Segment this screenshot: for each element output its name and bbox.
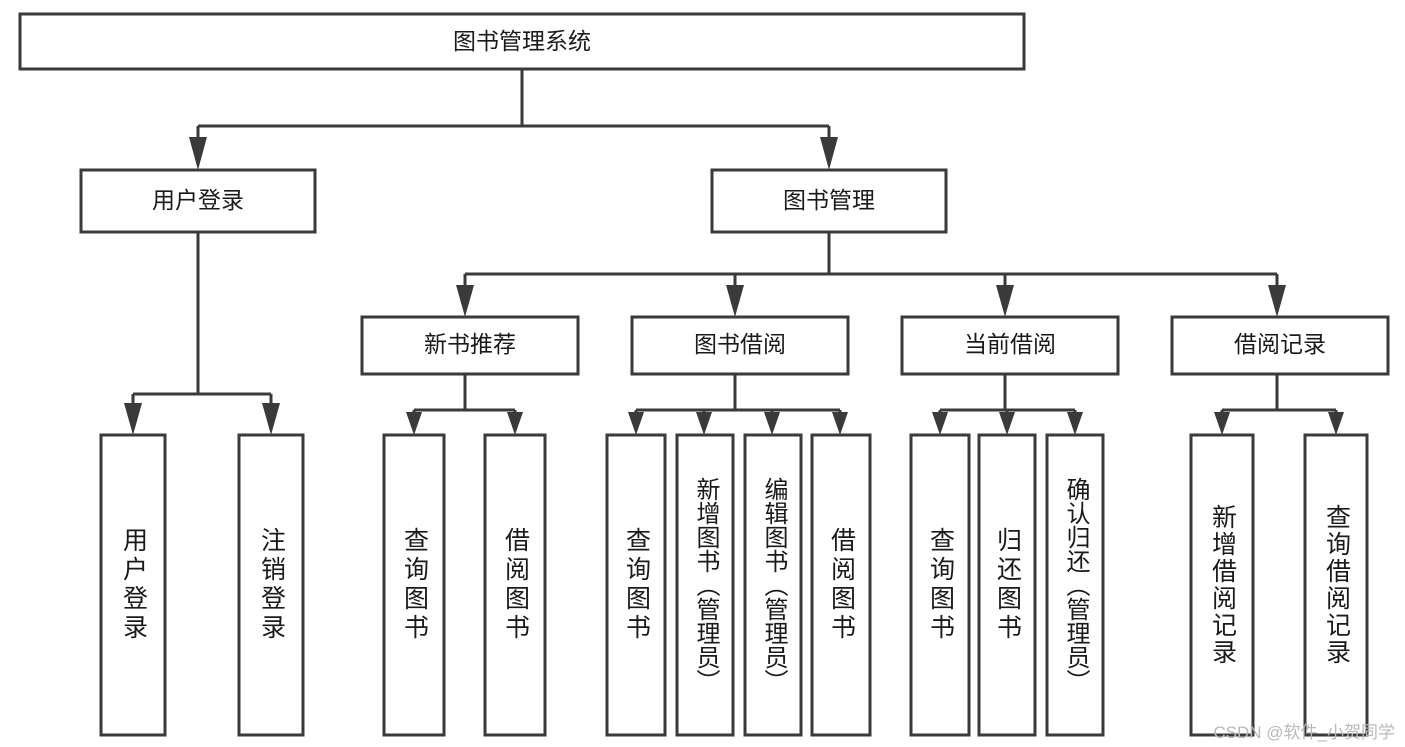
node-leaf-book-borrow-1-box[interactable] — [605, 433, 667, 737]
node-leaf-user-login-1-box[interactable] — [99, 433, 167, 737]
node-leaf-new-book-1-box[interactable] — [382, 433, 446, 737]
node-root-box[interactable] — [18, 12, 1026, 71]
connector-group-new-book — [406, 374, 523, 435]
node-user-login[interactable]: 用户登录 — [79, 168, 317, 234]
node-leaf-new-book-2-box[interactable] — [483, 433, 547, 737]
node-borrow-record-box[interactable] — [1170, 315, 1390, 376]
csdn-watermark: CSDN @软件_小贺同学 — [1213, 723, 1395, 742]
node-leaf-current-borrow-2-box[interactable] — [977, 433, 1037, 737]
arrow-head-leaf-book-borrow-4 — [832, 412, 848, 435]
connector-group-book-borrow — [628, 374, 848, 435]
node-leaf-current-borrow-1-box[interactable] — [909, 433, 971, 737]
node-leaf-current-borrow-3-box[interactable] — [1045, 433, 1105, 737]
node-book-management[interactable]: 图书管理 — [710, 168, 948, 234]
node-current-borrow-box[interactable] — [900, 315, 1120, 376]
node-current-borrow-label: 当前借阅 — [964, 331, 1056, 357]
arrow-head-user-login — [189, 137, 207, 170]
node-leaf-borrow-record-1-box[interactable] — [1189, 433, 1255, 737]
arrow-head-leaf-new-book-1 — [406, 412, 422, 435]
node-leaf-book-borrow-4-box[interactable] — [810, 433, 872, 737]
arrow-head-leaf-borrow-record-1 — [1214, 412, 1230, 435]
node-book-borrow-label: 图书借阅 — [694, 331, 786, 357]
node-user-login-label: 用户登录 — [152, 187, 244, 213]
node-leaf-book-borrow-3-box[interactable] — [743, 433, 803, 737]
node-borrow-record[interactable]: 借阅记录 — [1170, 315, 1390, 376]
connector-group-book-mgmt — [456, 232, 1286, 317]
node-root-label: 图书管理系统 — [453, 28, 591, 54]
arrow-head-leaf-book-borrow-1 — [628, 412, 644, 435]
node-current-borrow[interactable]: 当前借阅 — [900, 315, 1120, 376]
connector-group-borrow-record — [1214, 374, 1344, 435]
arrow-head-leaf-book-borrow-3 — [764, 412, 780, 435]
node-root-system[interactable]: 图书管理系统 — [18, 12, 1026, 71]
node-new-book-recommend-label: 新书推荐 — [424, 331, 516, 357]
arrow-head-current-borrow — [996, 285, 1014, 317]
connector-group-current-borrow — [932, 374, 1083, 435]
node-book-management-box[interactable] — [710, 168, 948, 234]
node-leaf-book-borrow-2-box[interactable] — [675, 433, 735, 737]
node-borrow-record-label: 借阅记录 — [1234, 331, 1326, 357]
node-book-management-label: 图书管理 — [783, 187, 875, 213]
connector-group-root — [189, 69, 838, 170]
node-user-login-box[interactable] — [79, 168, 317, 234]
arrow-head-leaf-book-borrow-2 — [696, 412, 712, 435]
arrow-head-leaf-borrow-record-2 — [1328, 412, 1344, 435]
node-leaf-borrow-record-2-box[interactable] — [1303, 433, 1369, 737]
arrow-head-leaf-new-book-2 — [507, 412, 523, 435]
node-book-borrow-box[interactable] — [630, 315, 850, 376]
arrow-head-leaf-current-borrow-2 — [999, 412, 1015, 435]
arrow-head-new-book — [456, 285, 474, 317]
arrow-head-leaf-current-borrow-1 — [932, 412, 948, 435]
connector-group-user-login — [124, 232, 280, 435]
arrow-head-borrow-record — [1268, 285, 1286, 317]
arrow-head-book-mgmt — [820, 137, 838, 170]
arrow-head-leaf-user-login-1 — [124, 403, 142, 435]
node-new-book-recommend[interactable]: 新书推荐 — [360, 315, 580, 376]
node-book-borrow[interactable]: 图书借阅 — [630, 315, 850, 376]
arrow-head-leaf-user-login-2 — [262, 403, 280, 435]
arrow-head-book-borrow — [726, 285, 744, 317]
arrow-head-leaf-current-borrow-3 — [1067, 412, 1083, 435]
node-new-book-recommend-box[interactable] — [360, 315, 580, 376]
node-leaf-user-login-2-box[interactable] — [237, 433, 305, 737]
